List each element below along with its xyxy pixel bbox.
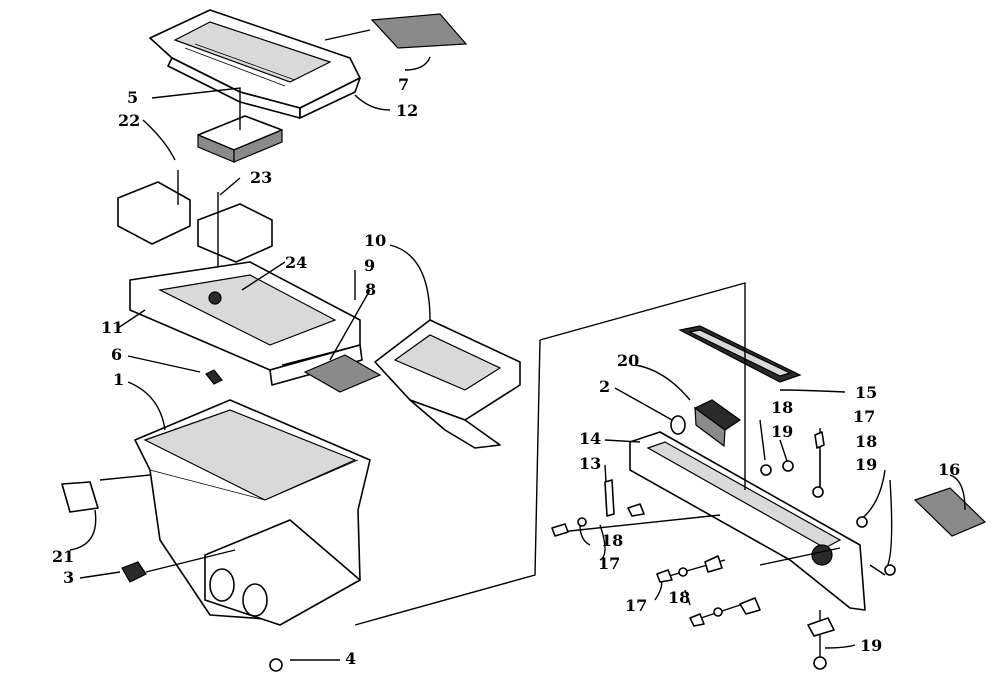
callout-4: 4 bbox=[345, 649, 357, 668]
callout-7: 7 bbox=[398, 75, 410, 94]
pad-right bbox=[913, 487, 987, 537]
callout-12: 12 bbox=[396, 101, 419, 120]
callout-11: 11 bbox=[101, 318, 124, 337]
callout-18-d: 18 bbox=[668, 588, 691, 607]
gasket bbox=[678, 325, 802, 383]
callout-9: 9 bbox=[364, 256, 376, 275]
hardware-right bbox=[551, 431, 896, 670]
airbox-cover bbox=[149, 9, 361, 119]
callout-1: 1 bbox=[113, 370, 125, 389]
callout-20: 20 bbox=[617, 351, 640, 370]
callout-17-a: 17 bbox=[853, 407, 876, 426]
callout-13: 13 bbox=[579, 454, 602, 473]
callout-14: 14 bbox=[579, 429, 602, 448]
callout-18-c: 18 bbox=[601, 531, 624, 550]
callout-3: 3 bbox=[63, 568, 75, 587]
callout-5: 5 bbox=[127, 88, 139, 107]
callout-17-c: 17 bbox=[625, 596, 648, 615]
pad bbox=[670, 399, 742, 448]
callout-2: 2 bbox=[599, 377, 611, 396]
leader-lines bbox=[69, 29, 966, 661]
callout-24: 24 bbox=[285, 253, 308, 272]
bracket-small bbox=[604, 479, 615, 517]
rail-bracket bbox=[629, 431, 866, 611]
air-filter bbox=[197, 115, 283, 163]
callout-10: 10 bbox=[364, 231, 387, 250]
callout-18-a: 18 bbox=[771, 398, 794, 417]
callout-19-c: 19 bbox=[860, 636, 883, 655]
intake-duct bbox=[374, 319, 521, 449]
callout-16: 16 bbox=[938, 460, 961, 479]
callout-19-b: 19 bbox=[855, 455, 878, 474]
hardware-left bbox=[61, 369, 283, 672]
callout-19-a: 19 bbox=[771, 422, 794, 441]
screen bbox=[370, 13, 468, 49]
foam-pad bbox=[303, 354, 382, 393]
callout-15: 15 bbox=[855, 383, 878, 402]
airbox bbox=[134, 399, 371, 626]
callout-8: 8 bbox=[365, 280, 377, 299]
callout-22: 22 bbox=[118, 111, 141, 130]
callout-6: 6 bbox=[111, 345, 123, 364]
callout-18-b: 18 bbox=[855, 432, 878, 451]
callout-17-b: 17 bbox=[598, 554, 621, 573]
callout-21: 21 bbox=[52, 547, 75, 566]
callout-23: 23 bbox=[250, 168, 273, 187]
